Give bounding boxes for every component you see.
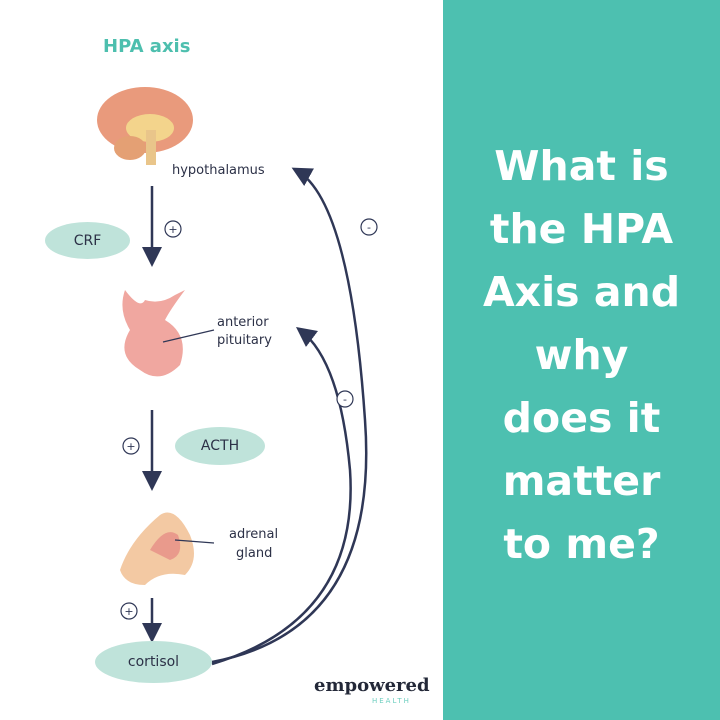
headline-panel: What is the HPA Axis and why does it mat… — [443, 0, 720, 720]
plus-sign-1: + — [168, 223, 177, 236]
pituitary-label-1: anterior — [217, 315, 269, 330]
adrenal-icon — [120, 512, 194, 585]
headline-line: does it — [502, 393, 661, 442]
diagram-panel: HPA axis + + + — [45, 36, 430, 705]
headline-line: matter — [502, 456, 661, 505]
headline-line: to me? — [503, 519, 660, 568]
adrenal-label-2: gland — [236, 546, 273, 561]
minus-sign-1: - — [367, 221, 371, 234]
headline-line: why — [534, 330, 629, 379]
brain-icon — [97, 87, 193, 165]
headline-line: Axis and — [482, 267, 681, 316]
plus-sign-3: + — [124, 605, 133, 618]
plus-sign-2: + — [126, 440, 135, 453]
logo-name: empowered — [314, 675, 430, 696]
hypothalamus-label: hypothalamus — [172, 163, 265, 178]
headline-line: What is — [494, 141, 669, 190]
headline-line: the HPA — [489, 204, 674, 253]
cortisol-pill: cortisol — [95, 641, 212, 683]
headline: What is the HPA Axis and why does it mat… — [483, 135, 680, 576]
crf-pill: CRF — [45, 222, 130, 259]
acth-pill: ACTH — [175, 427, 265, 465]
logo-sub: HEALTH — [372, 697, 411, 705]
diagram-title: HPA axis — [103, 36, 191, 57]
minus-sign-2: - — [343, 393, 347, 406]
sign-labels: + + + - - — [124, 221, 371, 618]
diagram-graphics — [97, 87, 378, 666]
pituitary-label-2: pituitary — [217, 333, 272, 348]
pituitary-icon — [122, 290, 185, 377]
adrenal-label-1: adrenal — [229, 527, 279, 542]
